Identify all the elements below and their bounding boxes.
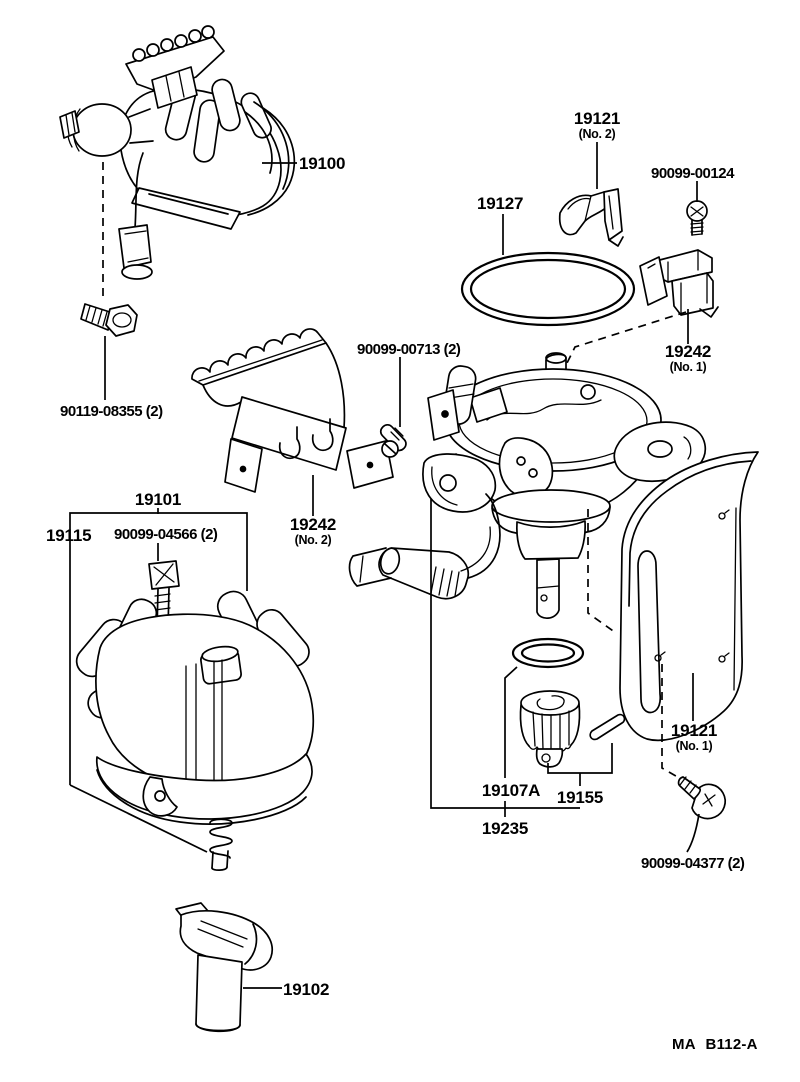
label-19107a: 19107A [482, 781, 540, 800]
dashed-line-19242-no1 [566, 311, 687, 364]
label-90099-00124: 90099-00124 [651, 165, 735, 182]
part-contact-spring [209, 818, 233, 871]
label-19121-no1-note: (No. 1) [676, 739, 713, 753]
part-o-ring-19127 [460, 251, 636, 327]
part-rotor-19102 [175, 902, 273, 1033]
part-bolt-90099-04377 [677, 776, 726, 820]
label-90119-08355: 90119-08355 (2) [60, 403, 163, 420]
part-clamp-19242-no1 [639, 249, 719, 318]
label-19100: 19100 [299, 154, 345, 173]
label-19121-no2-note: (No. 2) [579, 127, 616, 141]
dashed-line-19121-no1 [661, 664, 682, 780]
part-dust-cover-19121-no1 [619, 451, 759, 742]
label-90099-04566: 90099-04566 (2) [114, 526, 218, 543]
label-19155: 19155 [557, 788, 603, 807]
label-19242-no1-note: (No. 1) [670, 360, 707, 374]
label-19127: 19127 [477, 194, 523, 213]
label-19115: 19115 [46, 526, 91, 545]
part-distributor-cap-19101 [75, 590, 315, 825]
bracket-19155 [547, 743, 613, 786]
label-19242-no2-note: (No. 2) [295, 533, 332, 547]
dashed-line-shaft-cover [587, 509, 617, 634]
part-screw-90099-04566 [148, 560, 180, 638]
part-clip-19121-no2 [558, 188, 624, 247]
leader-90099-04377 [686, 813, 700, 853]
part-distributor-assembly-19100 [59, 25, 296, 280]
label-19242-no2: 19242 [290, 515, 336, 534]
part-bolt-90099-00124 [686, 200, 708, 236]
bracket-19235 [430, 499, 580, 809]
label-19242-no1: 19242 [665, 342, 711, 361]
label-19235: 19235 [482, 819, 528, 838]
figure-code: MA B112-A [672, 1036, 758, 1053]
part-driven-gear-19155 [519, 690, 581, 768]
label-90099-04377: 90099-04377 (2) [641, 855, 745, 872]
part-bolt-90099-00713 [379, 423, 407, 458]
label-19101: 19101 [135, 490, 181, 509]
part-distributor-housing-19235 [348, 352, 707, 619]
leader-19107a [504, 666, 518, 778]
part-o-ring-19107a [511, 637, 585, 669]
label-90099-00713: 90099-00713 (2) [357, 341, 461, 358]
label-19121-no2: 19121 [574, 109, 620, 128]
part-gear-pin [589, 713, 626, 741]
label-19121-no1: 19121 [671, 721, 717, 740]
part-wire-bracket-19242-no2 [191, 328, 394, 493]
part-bolt-90119-08355 [80, 303, 138, 337]
label-19102: 19102 [283, 980, 329, 999]
